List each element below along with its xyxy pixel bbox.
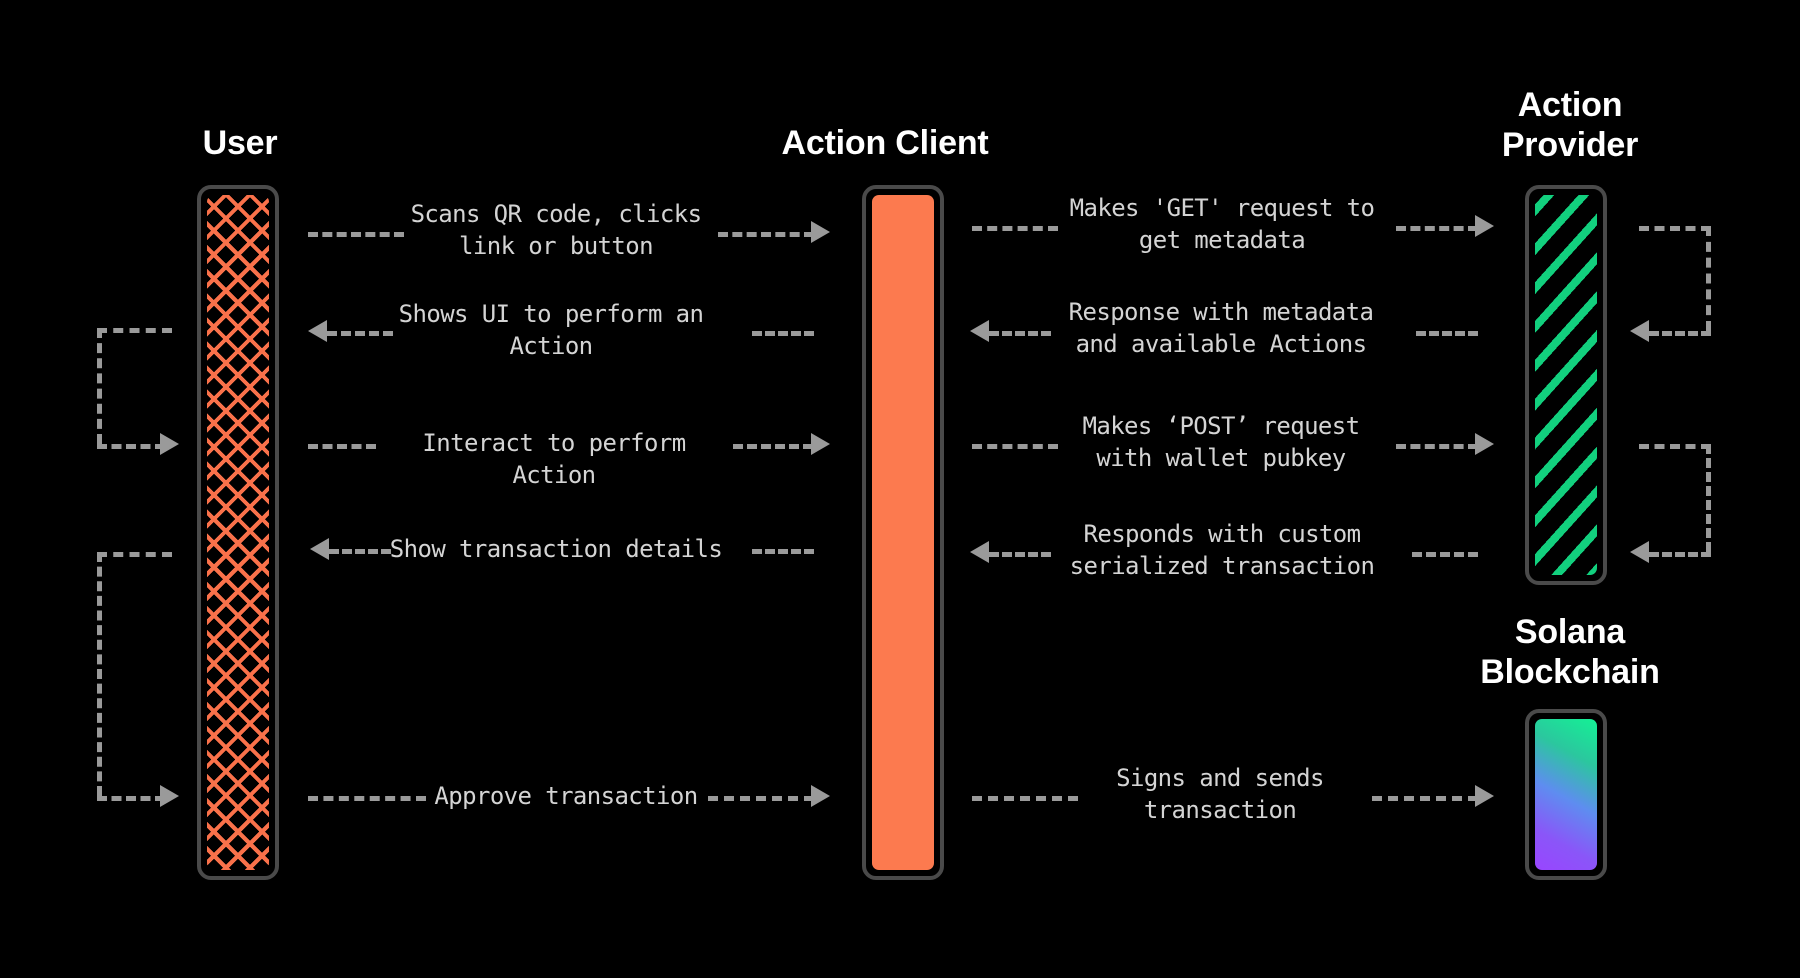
message-line: [329, 549, 391, 554]
message-label: Approve transaction: [434, 782, 698, 810]
message-line: [1372, 796, 1478, 801]
message-label: Makes ‘POST’ request with wallet pubkey: [1082, 412, 1361, 472]
self-loop-top: [97, 328, 172, 333]
arrowhead-right-icon: [160, 785, 179, 807]
lifeline-solana-blockchain: [1525, 709, 1607, 880]
self-loop-side: [97, 552, 102, 796]
message-line: [1412, 552, 1478, 557]
message-label: Shows UI to perform an Action: [398, 300, 704, 360]
message-line: [972, 226, 1058, 231]
message-line: [1396, 226, 1478, 231]
message-label: Makes 'GET' request to get metadata: [1069, 194, 1375, 254]
arrowhead-right-icon: [811, 785, 830, 807]
message-line: [752, 331, 814, 336]
arrowhead-left-icon: [1630, 320, 1649, 342]
self-loop-top: [1639, 444, 1711, 449]
self-loop-top: [97, 552, 172, 557]
message-line: [989, 552, 1051, 557]
message-line: [308, 796, 426, 801]
actor-title-solana-blockchain: Solana Blockchain: [1480, 613, 1660, 691]
self-loop-bottom: [97, 796, 165, 801]
self-loop-bottom: [1649, 331, 1711, 336]
self-loop-side: [1706, 226, 1711, 331]
lifeline-user: [197, 185, 279, 880]
message-line: [718, 232, 814, 237]
arrowhead-left-icon: [1630, 541, 1649, 563]
message-line: [1396, 444, 1478, 449]
lifeline-fill-user: [207, 195, 269, 870]
message-line: [752, 549, 814, 554]
arrowhead-right-icon: [811, 221, 830, 243]
message-line: [708, 796, 814, 801]
message-line: [972, 444, 1058, 449]
lifeline-fill-action-provider: [1535, 195, 1597, 575]
self-loop-bottom: [1649, 552, 1711, 557]
message-line: [733, 444, 813, 449]
self-loop-side: [97, 328, 102, 444]
message-label: Response with metadata and available Act…: [1068, 298, 1374, 358]
self-loop-bottom: [97, 444, 165, 449]
lifeline-fill-action-client: [872, 195, 934, 870]
lifeline-action-client: [862, 185, 944, 880]
self-loop-top: [1639, 226, 1711, 231]
arrowhead-right-icon: [1475, 215, 1494, 237]
message-label: Signs and sends transaction: [1116, 764, 1324, 824]
message-label: Interact to perform Action: [422, 429, 686, 489]
arrowhead-right-icon: [811, 433, 830, 455]
arrowhead-left-icon: [310, 538, 329, 560]
message-line: [989, 331, 1051, 336]
message-line: [308, 232, 404, 237]
arrowhead-left-icon: [308, 320, 327, 342]
lifeline-fill-solana-blockchain: [1535, 719, 1597, 870]
arrowhead-left-icon: [970, 541, 989, 563]
actor-title-action-client: Action Client: [781, 124, 989, 162]
message-label: Scans QR code, clicks link or button: [410, 200, 702, 260]
actor-title-action-provider: Action Provider: [1501, 86, 1639, 164]
actor-title-user: User: [202, 124, 278, 162]
lifeline-action-provider: [1525, 185, 1607, 585]
message-label: Show transaction details: [389, 535, 723, 563]
message-label: Responds with custom serialized transact…: [1069, 520, 1375, 580]
message-line: [308, 444, 376, 449]
arrowhead-left-icon: [970, 320, 989, 342]
self-loop-side: [1706, 444, 1711, 552]
arrowhead-right-icon: [1475, 785, 1494, 807]
arrowhead-right-icon: [160, 433, 179, 455]
message-line: [1416, 331, 1478, 336]
arrowhead-right-icon: [1475, 433, 1494, 455]
message-line: [327, 331, 393, 336]
message-line: [972, 796, 1078, 801]
